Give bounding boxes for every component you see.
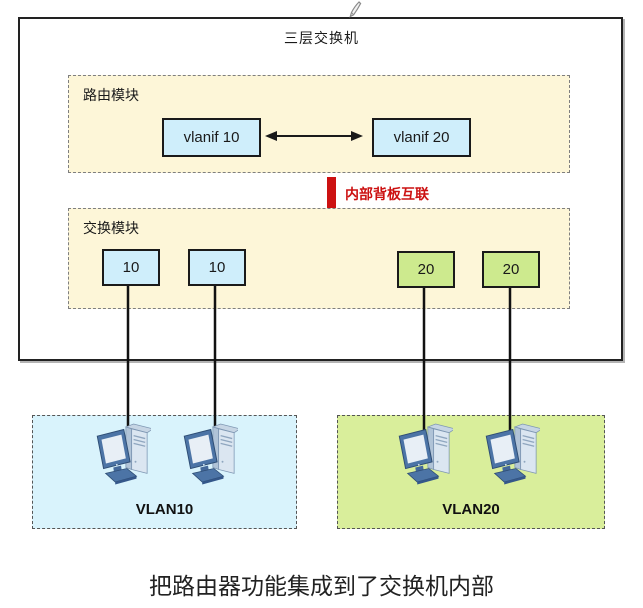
backplane-bar [327,177,336,208]
layer3-switch-box [18,17,623,361]
routing-module: 路由模块 [68,75,570,173]
port-box-vlan10-2: 10 [188,249,246,286]
computer-icon [96,423,151,485]
computer-icon [398,423,453,485]
port-label: 20 [417,261,435,278]
computer-icon [485,423,540,485]
port-box-vlan10-1: 10 [102,249,160,286]
caption-text: 把路由器功能集成到了交换机内部 [149,573,494,599]
switching-module-label: 交换模块 [83,220,139,236]
computer-icon [183,423,238,485]
port-label: 20 [502,261,520,278]
port-box-vlan20-2: 20 [482,251,540,288]
switch-title: 三层交换机 [284,30,359,46]
vlanif10-box: vlanif 10 [162,118,261,157]
vlan10-area: VLAN10 [32,415,297,529]
port-label: 10 [122,259,140,276]
routing-module-label: 路由模块 [83,87,139,103]
port-label: 10 [208,259,226,276]
vlanif10-label: vlanif 10 [183,129,240,146]
pen-icon [349,1,362,18]
backplane-label: 内部背板互联 [345,186,429,202]
port-box-vlan20-1: 20 [397,251,455,288]
vlanif20-box: vlanif 20 [372,118,471,157]
vlanif20-label: vlanif 20 [393,129,450,146]
vlan10-label: VLAN10 [135,501,194,518]
vlan20-label: VLAN20 [442,501,500,518]
vlan20-area: VLAN20 [337,415,605,529]
